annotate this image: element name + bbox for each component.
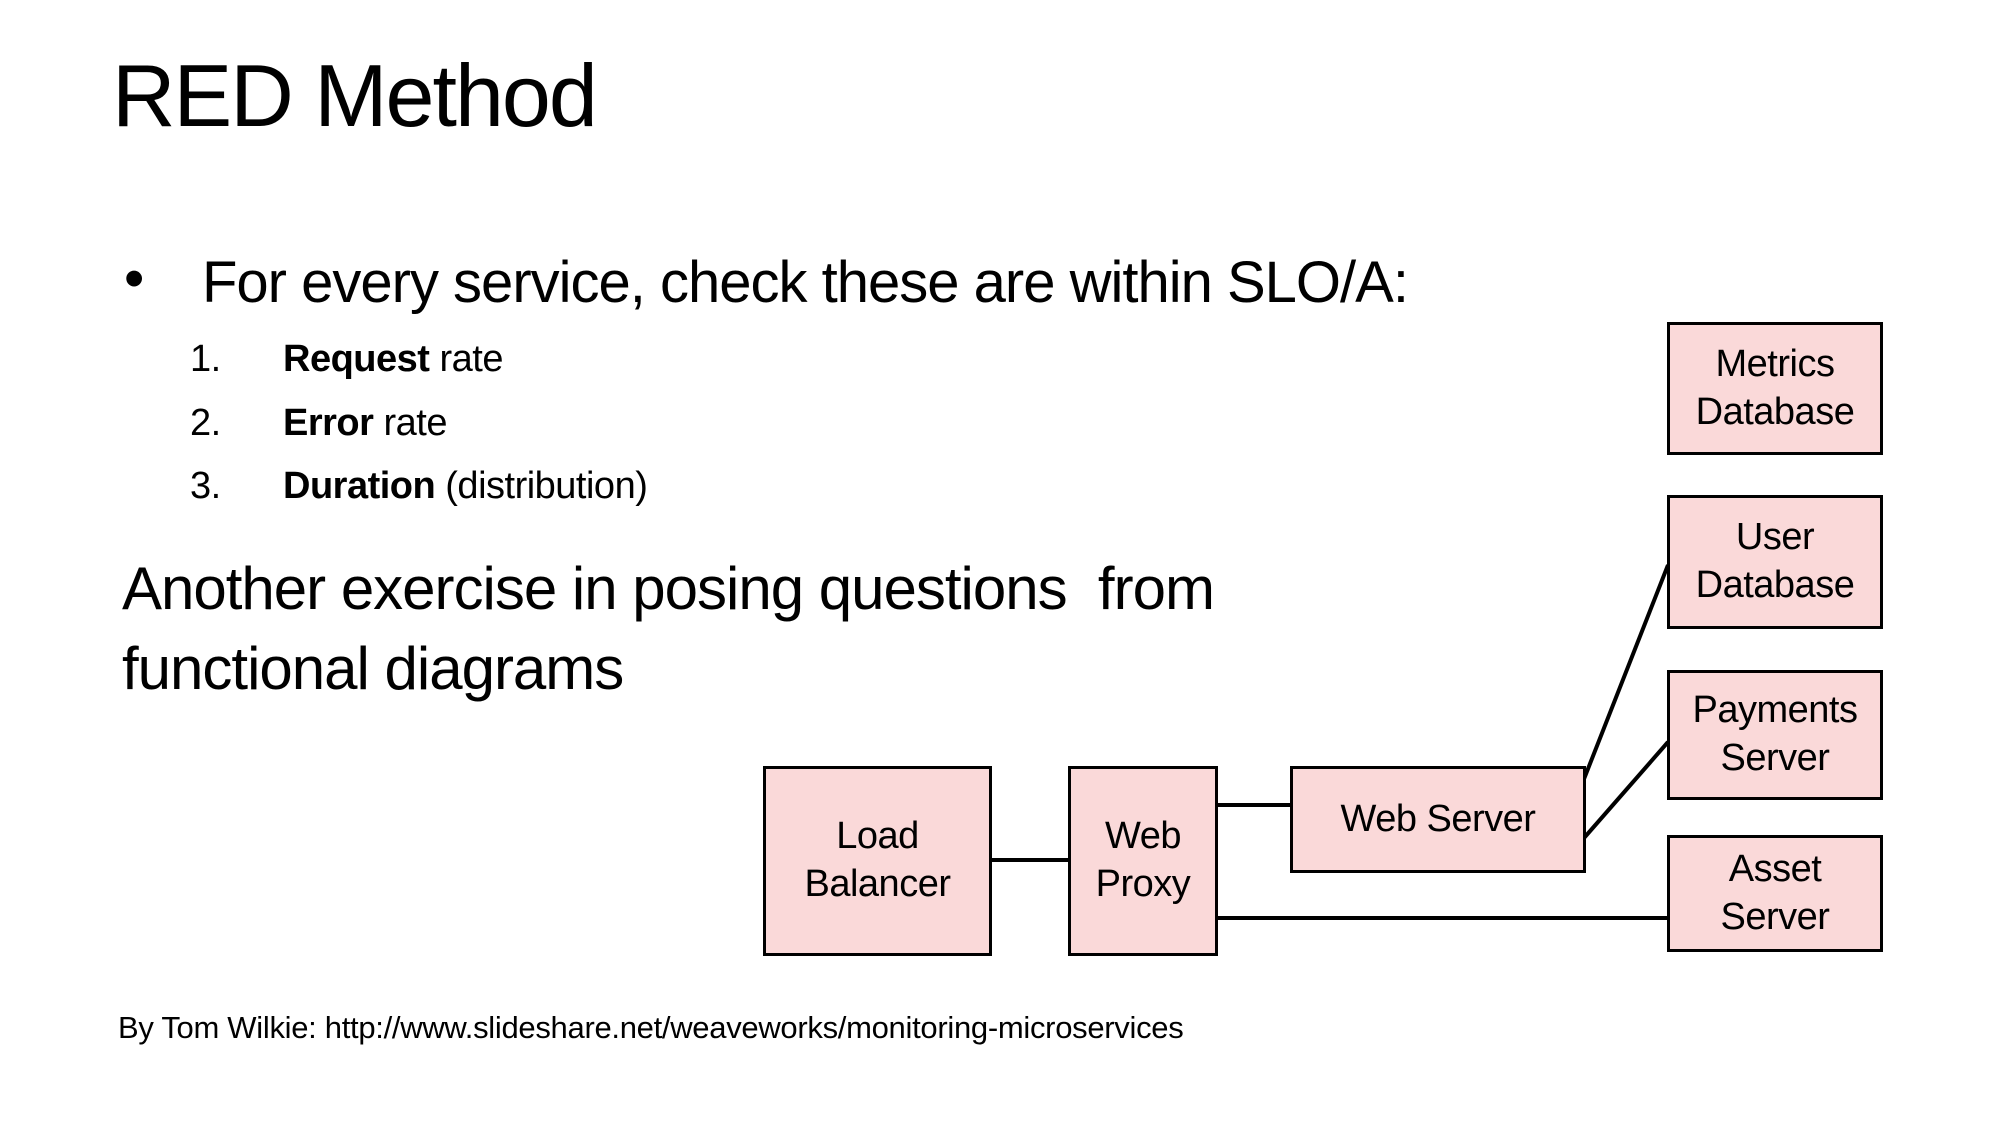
list-item-text: rate (373, 402, 447, 444)
node-label-line: Server (1720, 895, 1830, 938)
node-label-line: User (1735, 516, 1815, 559)
node-payments-server: Payments Server (1667, 670, 1883, 800)
list-item-bold-text: Error (283, 402, 374, 444)
footer-attribution: By Tom Wilkie: http://www.slideshare.net… (118, 1010, 1184, 1045)
node-label-line: Proxy (1095, 863, 1191, 905)
list-item-text: rate (429, 338, 503, 380)
node-label-line: Web Server (1340, 797, 1536, 840)
node-label-line: Payments (1692, 689, 1858, 732)
slide-title: RED Method (112, 46, 598, 145)
node-metrics-database: Metrics Database (1667, 322, 1883, 455)
node-label-line: Metrics (1715, 342, 1835, 385)
node-label-line: Web (1105, 815, 1181, 858)
paragraph-line: functional diagrams (122, 635, 624, 702)
bullet-text: For every service, check these are withi… (202, 250, 1409, 315)
node-user-database: User Database (1667, 495, 1883, 629)
list-item-error-rate: 2. Error rate (190, 404, 447, 442)
node-label-line: Load (836, 815, 919, 858)
paragraph-line: Another exercise in posing questions fro… (122, 555, 1215, 622)
list-item-request-rate: 1. Request rate (190, 340, 503, 378)
node-asset-server: Asset Server (1667, 835, 1883, 952)
list-number: 1. (190, 338, 221, 380)
connector-webserver-paymentsserver (1582, 740, 1670, 840)
list-item-bold-text: Request (283, 338, 430, 380)
list-item-text: (distribution) (435, 465, 648, 507)
list-item-bold-text: Duration (283, 465, 436, 507)
list-number: 2. (190, 402, 221, 444)
list-number: 3. (190, 465, 221, 507)
node-load-balancer: Load Balancer (763, 766, 992, 956)
node-label-line: Balancer (804, 863, 951, 905)
list-item-duration: 3. Duration (distribution) (190, 465, 648, 507)
node-label-line: Server (1720, 737, 1830, 779)
bullet-marker: • (124, 246, 145, 311)
node-label-line: Database (1695, 564, 1855, 606)
node-web-proxy: Web Proxy (1068, 766, 1218, 956)
node-label-line: Asset (1728, 847, 1822, 890)
node-web-server: Web Server (1290, 766, 1586, 873)
exercise-paragraph: Another exercise in posing questions fro… (122, 549, 1215, 709)
connector-webserver-userdatabase (1582, 564, 1670, 780)
node-label-line: Database (1695, 390, 1855, 433)
